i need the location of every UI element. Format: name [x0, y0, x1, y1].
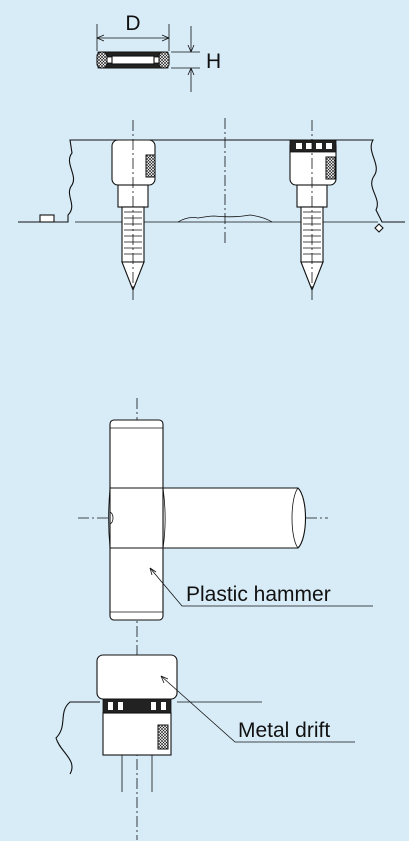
hammer-handle [159, 487, 306, 549]
height-label: H [206, 50, 221, 73]
height-dimension: H [171, 26, 221, 92]
insert-dimension-view: D H [96, 12, 221, 92]
insert-part [96, 51, 170, 69]
right-insert [289, 120, 337, 300]
metal-drift [96, 654, 178, 714]
metal-drift-label: Metal drift [238, 719, 330, 742]
left-insert [111, 120, 156, 300]
plastic-hammer-label: Plastic hammer [186, 583, 331, 606]
die-plate-section [18, 118, 405, 300]
plate-cutaway [55, 701, 262, 792]
metal-drift-callout: Metal drift [160, 675, 355, 743]
diameter-label: D [125, 12, 140, 35]
plastic-hammer [108, 419, 166, 621]
hammer-assembly: Plastic hammer Metal drift [55, 398, 373, 840]
plastic-hammer-callout: Plastic hammer [149, 567, 373, 607]
diameter-dimension: D [96, 12, 170, 51]
